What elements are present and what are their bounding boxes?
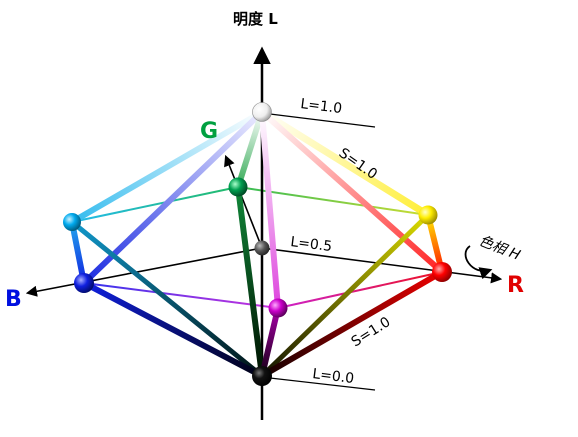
- edge-black-blue: [81, 280, 265, 379]
- lower-cone-edges: [69, 184, 445, 379]
- vertex-black: [252, 366, 272, 386]
- vertex-red: [432, 262, 452, 282]
- annotation-l-bottom: L=0.0: [312, 366, 355, 387]
- edge-cyan-green: [71, 186, 239, 223]
- red-label: R: [507, 273, 524, 298]
- annotation-l-top: L=1.0: [300, 96, 343, 117]
- edge-cyan-blue: [69, 219, 87, 286]
- vertex-cyan: [63, 213, 81, 231]
- edge-blue-magenta: [83, 282, 279, 309]
- green-label: G: [200, 119, 218, 144]
- blue-label: B: [5, 287, 22, 312]
- lightness-axis-label: 明度 L: [233, 10, 278, 28]
- edge-black-magenta: [259, 305, 281, 379]
- vertex-green: [228, 177, 248, 197]
- hue-label: 色相 H: [477, 233, 523, 264]
- edge-white-red: [259, 109, 445, 275]
- vertex-yellow: [418, 205, 438, 225]
- color-vertices: [63, 102, 452, 386]
- edge-black-cyan: [69, 219, 265, 379]
- edge-magenta-red: [277, 271, 443, 309]
- leader-l-top: [269, 113, 376, 128]
- vertex-magenta: [268, 298, 288, 318]
- blue-axis: [25, 247, 263, 297]
- edge-white-magenta: [259, 109, 281, 311]
- annotation-l-mid: L=0.5: [290, 234, 333, 255]
- edge-white-green: [235, 109, 265, 190]
- edge-black-green: [235, 184, 265, 379]
- edge-black-red: [259, 269, 445, 379]
- annotation-leaders: [269, 113, 376, 391]
- vertex-gray: [254, 240, 270, 256]
- edge-white-cyan: [69, 109, 265, 225]
- leader-l-bottom: [269, 377, 376, 391]
- vertex-blue: [74, 273, 94, 293]
- edge-black-yellow: [259, 212, 431, 379]
- edge-white-yellow: [258, 108, 432, 219]
- hue-rotation-arrow-icon: [464, 245, 493, 280]
- vertex-white: [252, 102, 272, 122]
- green-axis: [224, 154, 263, 249]
